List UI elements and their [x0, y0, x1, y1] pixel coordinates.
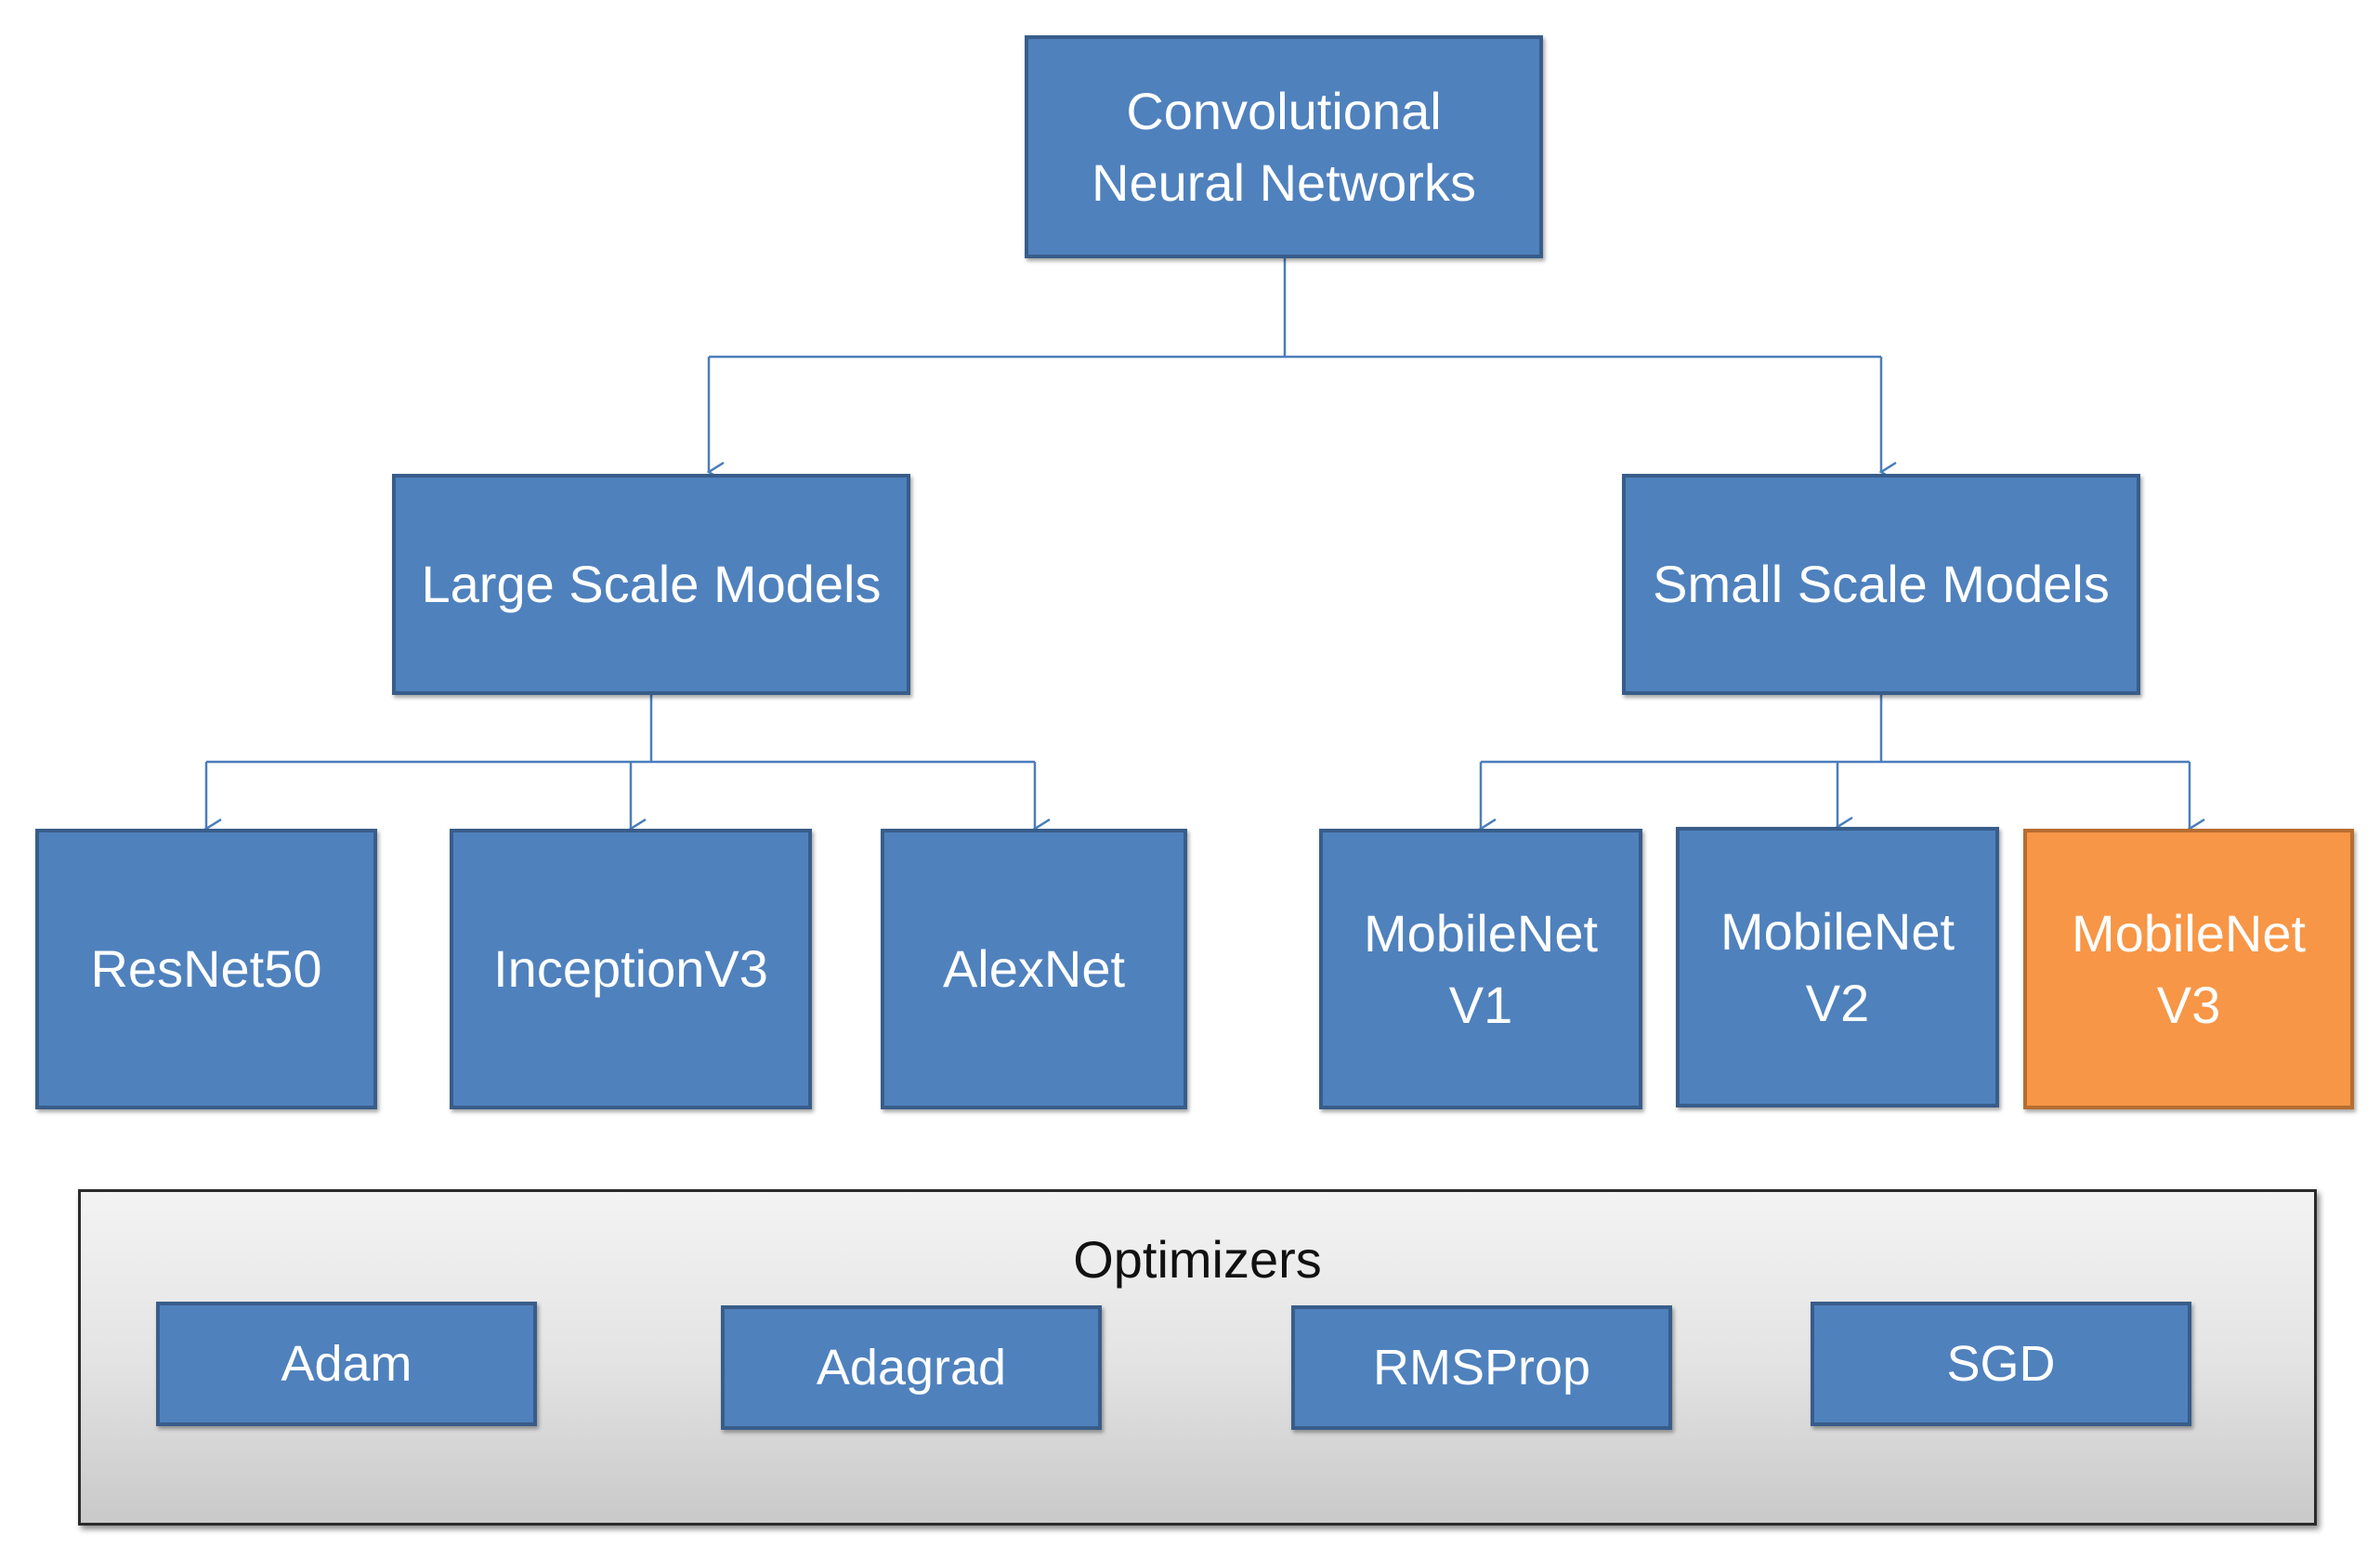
model-node-mobilenet-v2: MobileNet V2 [1676, 827, 1999, 1107]
optimizer-node-adam: Adam [156, 1302, 537, 1426]
optimizer-node-sgd: SGD [1811, 1302, 2191, 1426]
group-node-small-scale: Small Scale Models [1622, 474, 2140, 695]
model-node-alexnet: AlexNet [881, 829, 1187, 1109]
model-node-mobilenet-v1: MobileNet V1 [1319, 829, 1642, 1109]
optimizers-title: Optimizers [1073, 1230, 1322, 1289]
model-node-inceptionv3: InceptionV3 [450, 829, 812, 1109]
model-node-resnet50: ResNet50 [35, 829, 377, 1109]
group-node-large-scale: Large Scale Models [392, 474, 910, 695]
root-node-cnn: Convolutional Neural Networks [1025, 35, 1543, 258]
optimizer-node-adagrad: Adagrad [721, 1305, 1102, 1430]
model-node-mobilenet-v3: MobileNet V3 [2023, 829, 2354, 1109]
optimizers-panel: Optimizers Adam Adagrad RMSProp SGD [78, 1189, 2317, 1526]
optimizer-node-rmsprop: RMSProp [1291, 1305, 1672, 1430]
